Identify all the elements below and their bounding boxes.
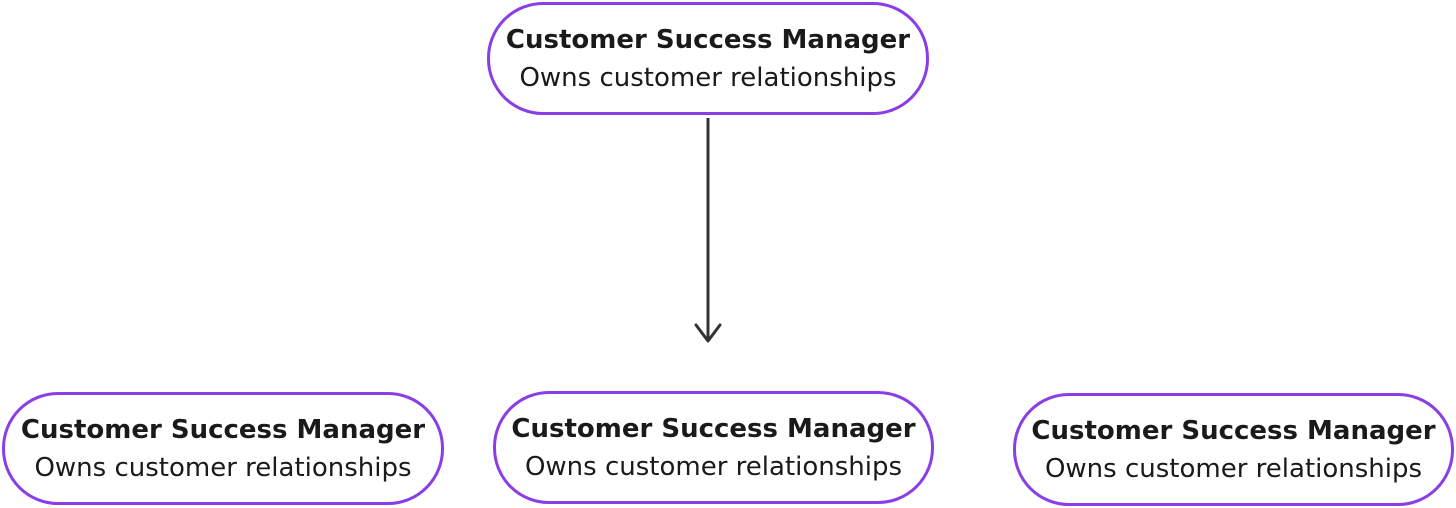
node-title: Customer Success Manager xyxy=(505,24,911,55)
node-customer-success-manager-top[interactable]: Customer Success Manager Owns customer r… xyxy=(487,2,929,115)
node-customer-success-manager-middle[interactable]: Customer Success Manager Owns customer r… xyxy=(493,391,934,504)
node-subtitle: Owns customer relationships xyxy=(524,451,903,482)
arrowhead-icon xyxy=(694,323,722,343)
node-title: Customer Success Manager xyxy=(1031,415,1436,446)
node-title: Customer Success Manager xyxy=(20,414,426,445)
node-title: Customer Success Manager xyxy=(511,413,916,444)
node-subtitle: Owns customer relationships xyxy=(1044,453,1423,484)
node-subtitle: Owns customer relationships xyxy=(519,62,897,93)
node-subtitle: Owns customer relationships xyxy=(34,452,412,483)
node-customer-success-manager-left[interactable]: Customer Success Manager Owns customer r… xyxy=(2,392,444,505)
node-customer-success-manager-right[interactable]: Customer Success Manager Owns customer r… xyxy=(1013,393,1454,506)
